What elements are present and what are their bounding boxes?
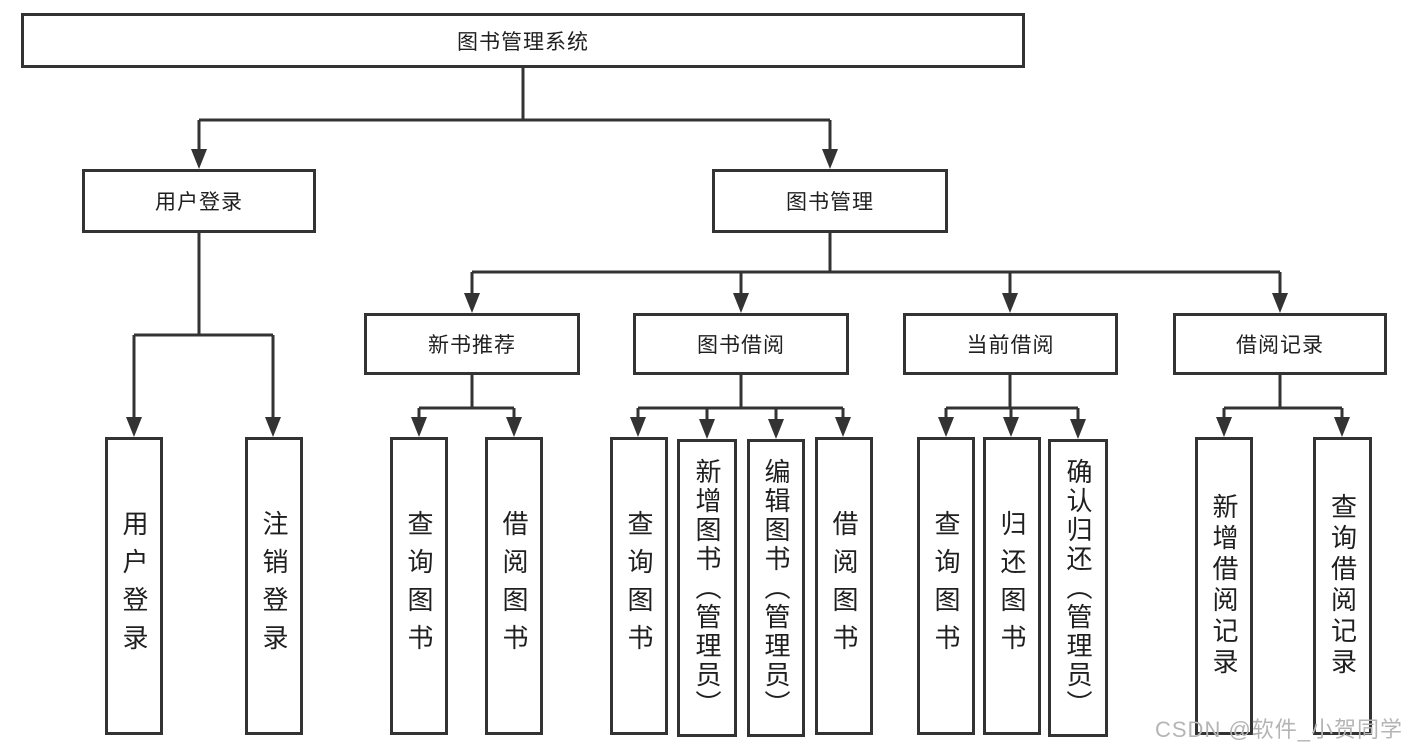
connector-userlogin-to-leaves	[132, 233, 275, 419]
leaf-confirm-return-admin-label: 确认归还（管理员）	[1063, 457, 1093, 719]
leaf-return-book-label: 归还图书	[997, 510, 1027, 662]
node-borrowing-records-label: 借阅记录	[1236, 334, 1324, 357]
leaf-user-login-label: 用户登录	[119, 510, 149, 662]
node-borrowing-records: 借阅记录	[1173, 313, 1387, 375]
node-book-borrowing-label: 图书借阅	[697, 334, 785, 357]
node-user-login: 用户登录	[82, 169, 316, 233]
node-current-borrowing: 当前借阅	[903, 313, 1118, 375]
node-root-label: 图书管理系统	[457, 30, 589, 54]
csdn-watermark: CSDN @软件_小贺同学	[1155, 717, 1404, 742]
node-book-borrowing: 图书借阅	[633, 313, 849, 375]
leaf-confirm-return-admin: 确认归还（管理员）	[1048, 439, 1108, 737]
connector-newbookrec-to-leaves	[417, 375, 516, 419]
node-new-book-recommend: 新书推荐	[364, 313, 580, 375]
leaf-add-book-admin-label: 新增图书（管理员）	[692, 457, 722, 719]
leaf-query-book-recommend: 查询图书	[390, 437, 448, 735]
leaf-borrow-book-recommend: 借阅图书	[485, 437, 543, 735]
connector-bookborrow-to-leaves	[636, 375, 845, 421]
connector-borrowrecords-to-leaves	[1222, 375, 1344, 419]
connector-root-to-level2	[197, 68, 832, 151]
leaf-return-book: 归还图书	[983, 437, 1041, 735]
node-root: 图书管理系统	[21, 13, 1025, 68]
arrowheads	[126, 149, 1350, 439]
leaf-edit-book-admin: 编辑图书（管理员）	[747, 439, 805, 737]
leaf-add-borrow-record-label: 新增借阅记录	[1209, 493, 1239, 679]
leaf-logout: 注销登录	[245, 437, 303, 735]
leaf-query-book-recommend-label: 查询图书	[404, 510, 434, 662]
leaf-borrow-book-label: 借阅图书	[829, 510, 859, 662]
leaf-query-current-borrowing-label: 查询图书	[931, 510, 961, 662]
node-current-borrowing-label: 当前借阅	[966, 334, 1055, 357]
node-new-book-recommend-label: 新书推荐	[428, 334, 516, 357]
leaf-add-book-admin: 新增图书（管理员）	[677, 439, 737, 737]
leaf-user-login: 用户登录	[105, 437, 163, 735]
leaf-add-borrow-record: 新增借阅记录	[1195, 437, 1253, 735]
node-user-login-label: 用户登录	[155, 191, 243, 214]
leaf-query-book-borrowing: 查询图书	[610, 437, 668, 735]
leaf-edit-book-admin-label: 编辑图书（管理员）	[761, 457, 791, 719]
leaf-query-borrow-record-label: 查询借阅记录	[1327, 493, 1358, 679]
leaf-borrow-book-recommend-label: 借阅图书	[499, 510, 529, 662]
leaf-logout-label: 注销登录	[259, 510, 289, 662]
leaf-query-book-borrowing-label: 查询图书	[624, 510, 654, 662]
leaf-borrow-book: 借阅图书	[815, 437, 873, 735]
connector-currentborrow-to-leaves	[944, 375, 1080, 421]
node-book-management-label: 图书管理	[786, 191, 874, 214]
leaf-query-current-borrowing: 查询图书	[917, 437, 975, 735]
node-book-management: 图书管理	[712, 169, 948, 233]
leaf-query-borrow-record: 查询借阅记录	[1313, 437, 1372, 735]
connector-bookmgmt-to-level3	[470, 233, 1282, 295]
